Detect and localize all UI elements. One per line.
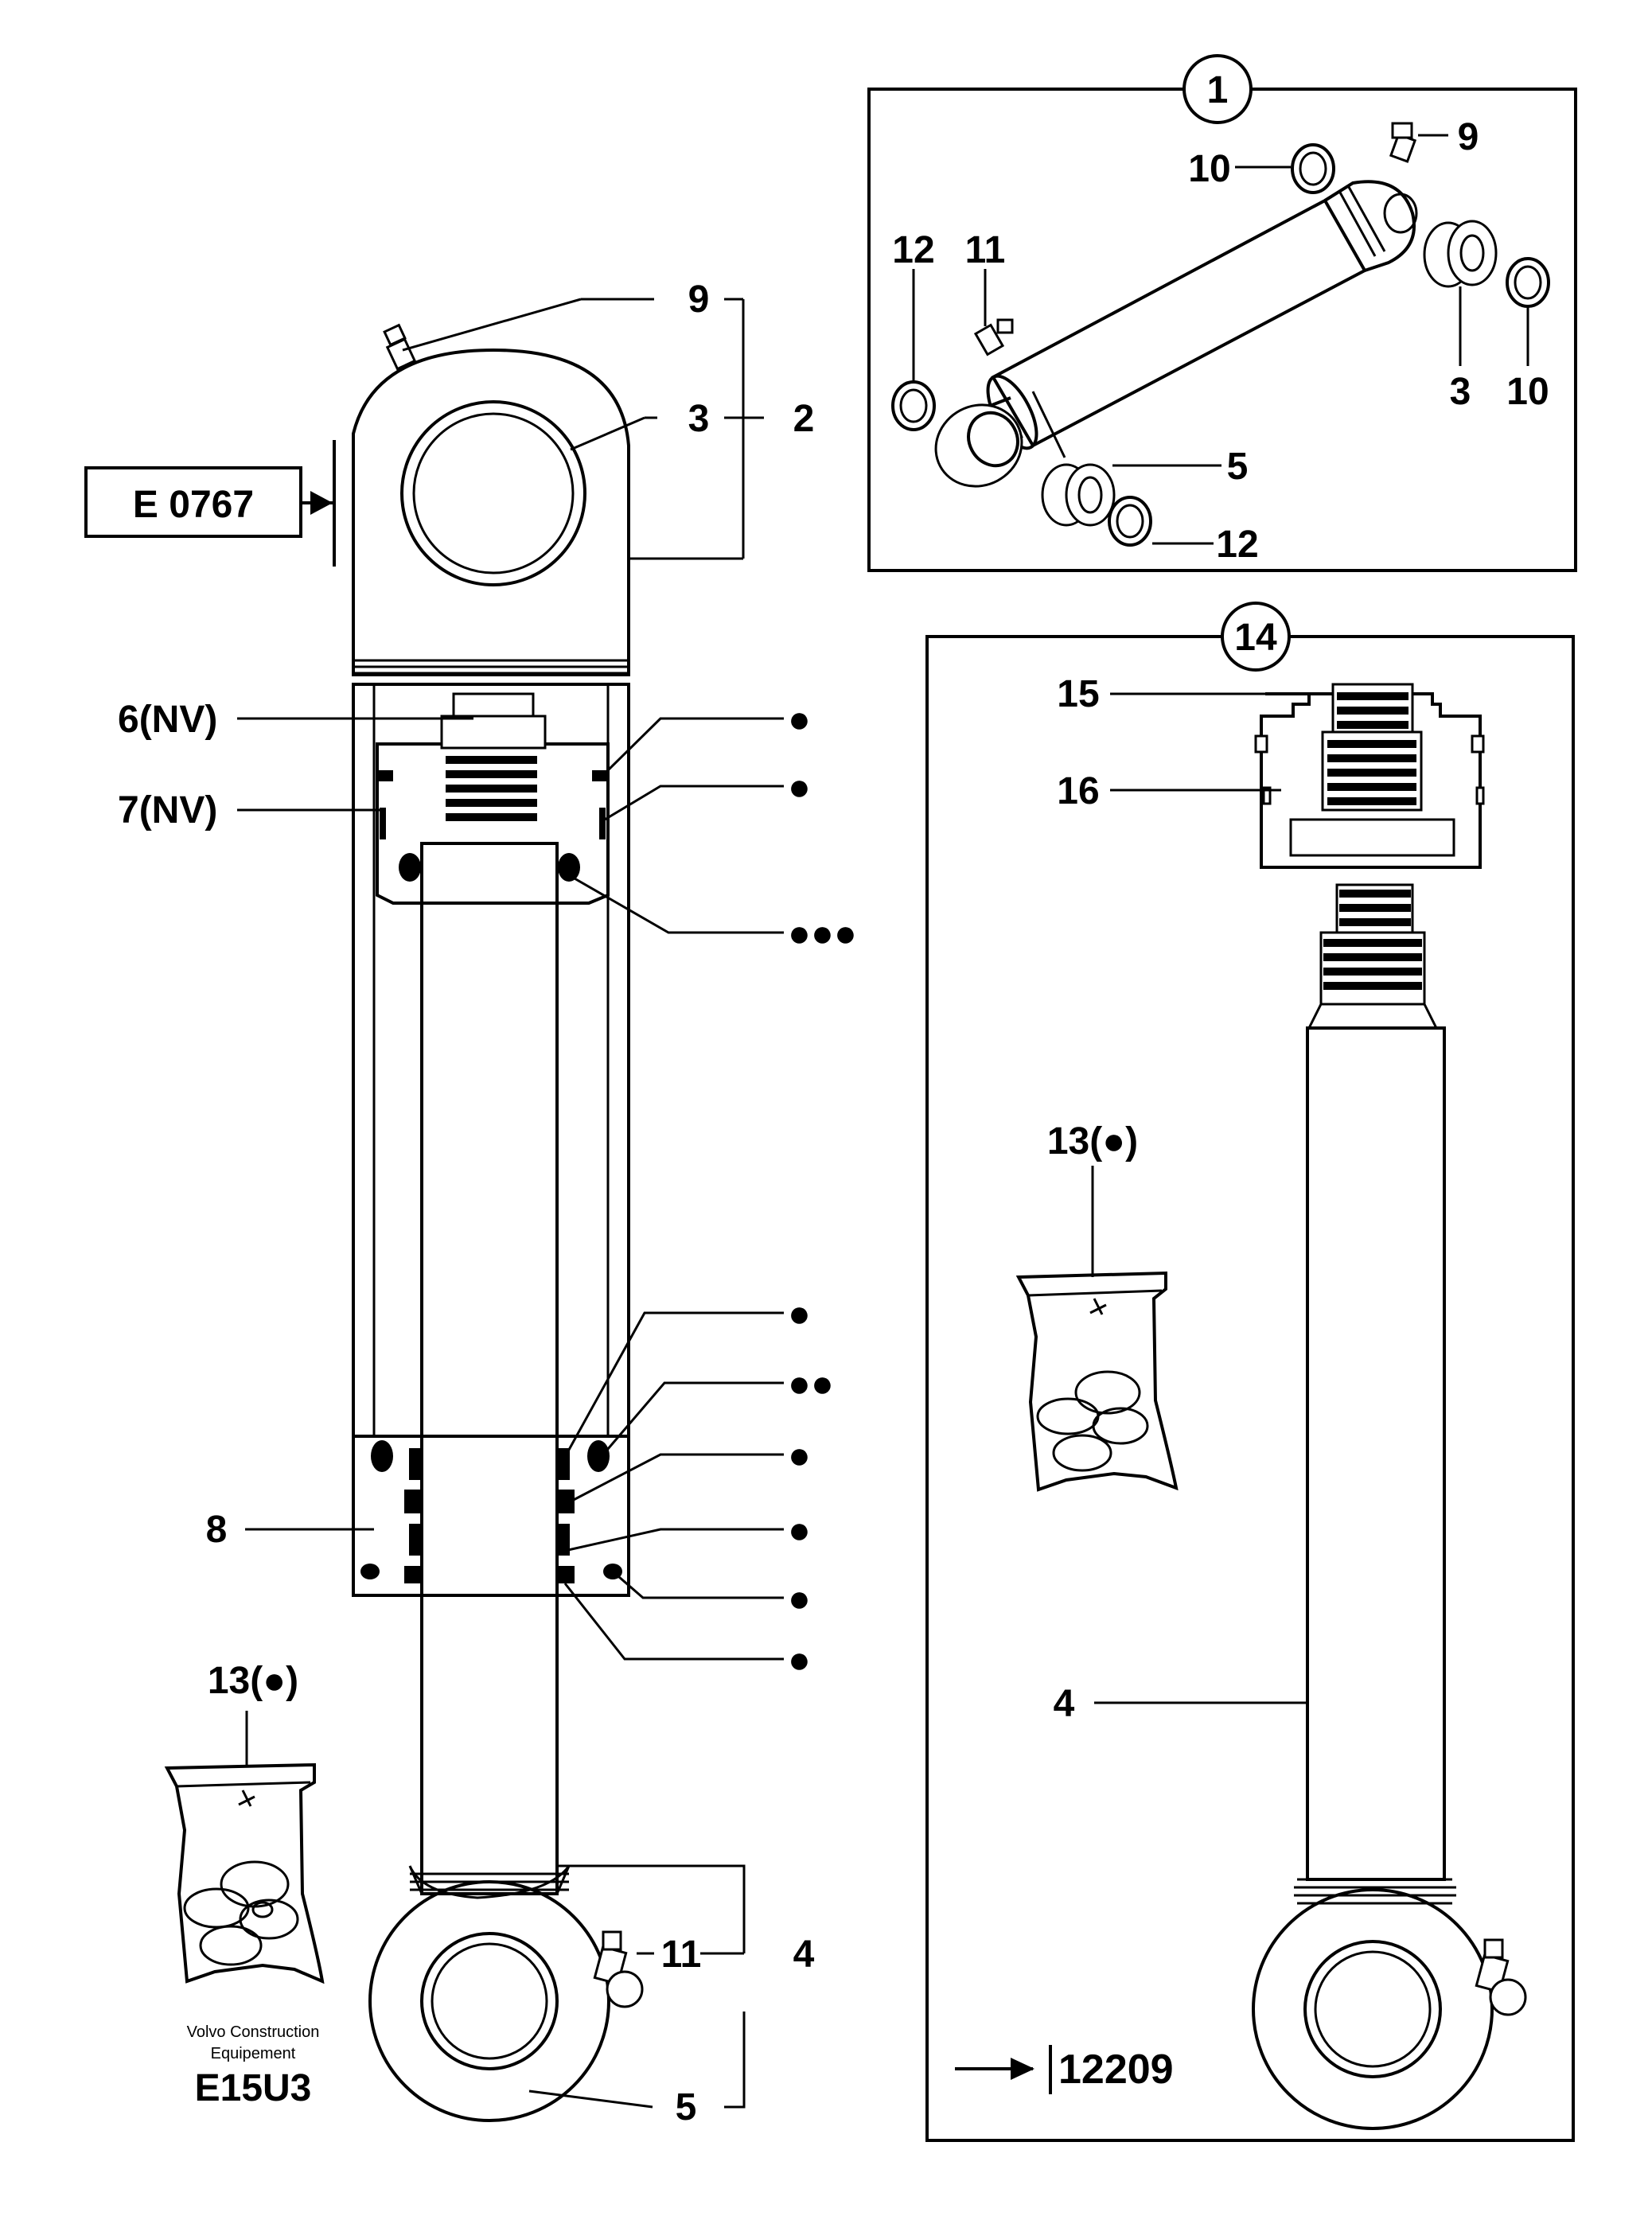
label-11: 11 xyxy=(661,1934,702,1976)
piston-thread xyxy=(446,756,537,821)
seal-marker: ●●● xyxy=(788,913,857,955)
reference-code: E 0767 xyxy=(133,484,254,526)
piston-nut xyxy=(452,692,535,719)
inset-1-leaders xyxy=(912,134,1529,545)
label-6nv: 6(NV) xyxy=(118,699,217,741)
label-4: 4 xyxy=(793,1934,815,1976)
cylinder-head-eye xyxy=(352,348,630,676)
label-2: 2 xyxy=(793,398,815,440)
inset-14-leaders xyxy=(1091,692,1313,1704)
seal-marker: ● xyxy=(788,699,811,741)
arrow-icon xyxy=(1011,2058,1034,2080)
serial-number: 12209 xyxy=(1058,2047,1174,2093)
label-9: 9 xyxy=(688,278,710,321)
inset-14-grease-nipple xyxy=(1475,1938,1527,2016)
seal-marker: ●● xyxy=(788,1363,834,1405)
piston-rod xyxy=(420,842,559,1895)
inset-1-label-12a: 12 xyxy=(892,229,934,271)
main-callout-labels: 9 3 2 6(NV) 7(NV) 8 11 4 5 13(●) xyxy=(118,278,815,2128)
brand-line-2: Equipement xyxy=(211,2045,296,2062)
inset-1-label-5: 5 xyxy=(1227,446,1249,488)
brand-footer: Volvo Construction Equipement E15U3 xyxy=(187,2023,320,2109)
seal-marker: ● xyxy=(788,1293,811,1335)
inset-1-grease-nipple-9 xyxy=(1389,122,1417,163)
inset-14-box: 14 xyxy=(925,602,1575,2142)
inset-1-label-3: 3 xyxy=(1450,371,1471,413)
inset-14-piston xyxy=(1254,683,1485,869)
figure-code: E15U3 xyxy=(195,2067,312,2109)
label-5: 5 xyxy=(676,2086,697,2128)
rod-eye-bushing-outer xyxy=(420,1932,559,2070)
inset-1-bushing-5 xyxy=(1041,463,1116,527)
inset-14-label-16: 16 xyxy=(1057,770,1099,812)
seal-kit-bag-main xyxy=(164,1762,325,1984)
label-7nv: 7(NV) xyxy=(118,789,217,831)
main-cylinder xyxy=(352,323,644,2122)
serial-marker: 12209 xyxy=(955,2045,1174,2094)
seal-marker: ● xyxy=(788,1578,811,1620)
piston xyxy=(376,742,610,905)
inset-1-label-10a: 10 xyxy=(1188,148,1230,190)
cylinder-gland xyxy=(352,1435,630,1597)
seal-marker: ● xyxy=(788,1639,811,1681)
piston-seal-left xyxy=(377,770,393,781)
piston-seal-right xyxy=(592,770,608,781)
inset-1-callout: 1 xyxy=(1207,69,1229,111)
inset-14-rod-eye xyxy=(1252,1888,1494,2130)
seal-markers: ● ● ●●● ● ●● ● ● ● ● xyxy=(788,699,857,1681)
inset-14-callout: 14 xyxy=(1234,617,1277,659)
inset-14-label-13: 13(●) xyxy=(1047,1120,1138,1163)
main-leaders xyxy=(237,298,784,2109)
inset-1-label-10b: 10 xyxy=(1506,371,1549,413)
head-bushing-outer xyxy=(400,400,586,586)
inset-14-rod xyxy=(1306,1026,1446,1881)
grease-nipple-rod-eye xyxy=(593,1930,644,2008)
grease-nipple-head xyxy=(383,323,417,371)
label-3: 3 xyxy=(688,398,710,440)
arrow-icon xyxy=(310,491,333,515)
inset-1-label-9: 9 xyxy=(1458,116,1479,158)
brand-line-1: Volvo Construction xyxy=(187,2023,320,2041)
label-8: 8 xyxy=(206,1509,228,1551)
inset-1-label-12b: 12 xyxy=(1216,524,1258,566)
head-bushing-inner xyxy=(412,412,575,574)
rod-eye xyxy=(368,1880,610,2122)
inset-1-bushing-3 xyxy=(1423,220,1498,288)
inset-1-label-11: 11 xyxy=(965,229,1006,271)
inset-1-cylinder xyxy=(934,180,1418,488)
seal-marker: ● xyxy=(788,1435,811,1477)
inset-14-label-4: 4 xyxy=(1054,1683,1075,1725)
inset-1-grease-nipple-11 xyxy=(973,318,1014,356)
reference-box: E 0767 xyxy=(84,440,336,567)
inset-14-rod-thread xyxy=(1307,883,1439,1030)
seal-marker: ● xyxy=(788,766,811,808)
inset-14-seal-kit-bag xyxy=(1015,1271,1179,1492)
inset-1-box: 1 xyxy=(867,54,1577,572)
rod-eye-bushing-inner xyxy=(431,1942,548,2060)
label-13: 13(●) xyxy=(208,1660,298,1702)
seal-marker: ● xyxy=(788,1509,811,1552)
inset-14-label-15: 15 xyxy=(1057,673,1099,715)
